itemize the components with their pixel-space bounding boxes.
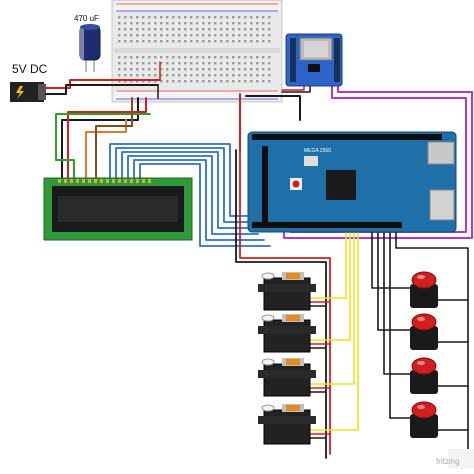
wires xyxy=(45,61,473,459)
servo-4 xyxy=(258,404,316,445)
power-jack-label: 5V DC xyxy=(12,62,48,76)
servo-3 xyxy=(258,358,316,397)
lcd-display xyxy=(43,177,193,241)
breadboard xyxy=(111,0,283,103)
wemos-d1-mini xyxy=(285,33,343,87)
button-3 xyxy=(410,357,438,394)
dc-power-jack xyxy=(10,82,46,102)
watermark-box xyxy=(448,449,474,469)
lcd-pins xyxy=(58,179,151,183)
button-2 xyxy=(410,313,438,350)
servo-2 xyxy=(258,314,316,353)
button-1 xyxy=(410,271,438,308)
capacitor-label: 470 uF xyxy=(74,14,99,23)
capacitor xyxy=(79,24,101,72)
breadboard-holes xyxy=(118,16,271,83)
arduino-mega: MEGA 2560 xyxy=(247,131,457,233)
fritzing-watermark: fritzing xyxy=(436,457,460,466)
button-4 xyxy=(410,401,438,438)
mega-board-label: MEGA 2560 xyxy=(304,148,331,154)
servo-1 xyxy=(258,272,316,311)
